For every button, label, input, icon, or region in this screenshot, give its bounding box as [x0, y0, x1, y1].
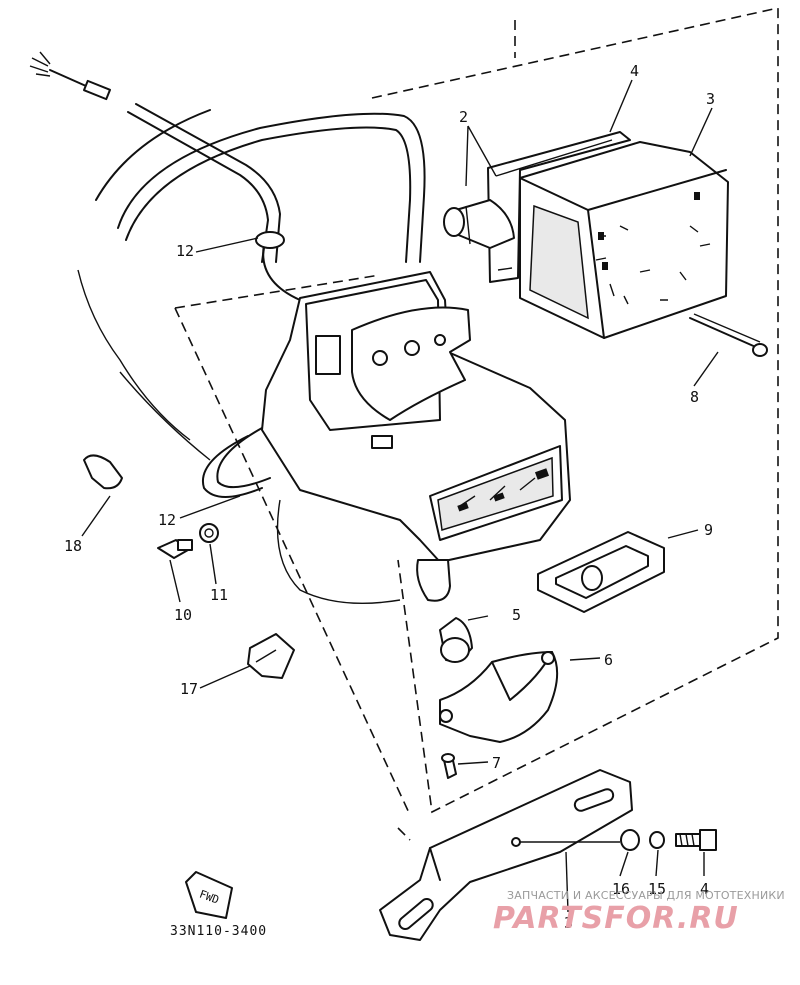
callout-label: 2 — [459, 108, 468, 126]
callout-label: 10 — [174, 606, 192, 624]
part-9-gasket — [537, 531, 665, 613]
fwd-arrow-icon: FWD — [185, 871, 233, 919]
license-bracket — [379, 769, 633, 941]
part-4-gasket — [487, 131, 631, 283]
part-6-lamp — [439, 651, 559, 743]
callout-label: 6 — [604, 651, 613, 669]
callout-label: 12 — [176, 242, 194, 260]
taillight-housing — [261, 271, 571, 602]
callouts: 4 3 2 12 8 9 12 18 11 10 5 6 17 7 16 15 … — [64, 62, 715, 932]
part-5-bulb — [439, 617, 473, 663]
callout-label: 7 — [492, 754, 501, 772]
callout-label: 9 — [704, 521, 713, 539]
part-code: 33N110-3400 — [170, 924, 267, 939]
callout-label: 15 — [648, 880, 666, 898]
callout-label: 4 — [700, 880, 709, 898]
small-parts — [83, 454, 295, 679]
part-3-lens — [519, 141, 729, 339]
part-7-screw — [441, 753, 457, 779]
bolt-washers — [520, 829, 717, 851]
callout-label: 4 — [630, 62, 639, 80]
part-8-screw — [689, 313, 768, 357]
watermark-logo: PARTSFOR.RU — [493, 901, 739, 936]
callout-label: 18 — [64, 537, 82, 555]
fwd-label: FWD — [198, 888, 221, 907]
part-2-bulb — [443, 199, 515, 249]
callout-label: 17 — [180, 680, 198, 698]
callout-label: 11 — [210, 586, 228, 604]
leader-lines — [81, 79, 719, 913]
wire-harness — [29, 51, 331, 498]
callout-label: 3 — [564, 914, 573, 932]
callout-label: 12 — [158, 511, 176, 529]
rear-fender — [77, 109, 426, 605]
watermark-tagline: ЗАПЧАСТИ И АКСЕССУАРЫ ДЛЯ МОТОТЕХНИКИ — [507, 889, 785, 902]
dashed-outline — [174, 7, 779, 841]
callout-label: 8 — [690, 388, 699, 406]
callout-label: 3 — [706, 90, 715, 108]
callout-label: 5 — [512, 606, 521, 624]
callout-label: 16 — [612, 880, 630, 898]
